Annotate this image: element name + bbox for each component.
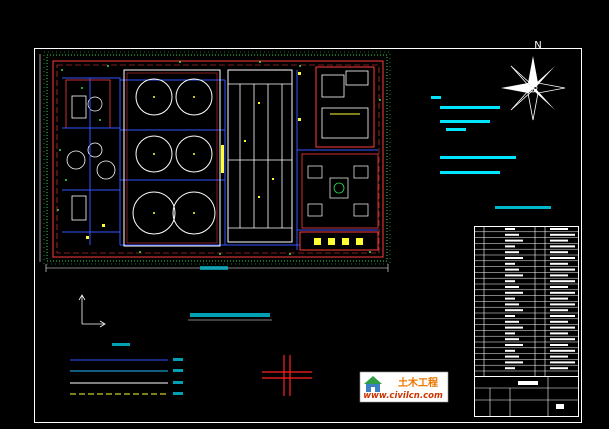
table-cell-mark: [550, 297, 568, 300]
reserved-land-block: [299, 231, 379, 251]
table-cell-mark: [505, 326, 523, 329]
table-cell-mark: [550, 280, 575, 283]
design-notes: [431, 96, 516, 174]
table-cell-mark: [505, 361, 523, 364]
clarifier-tanks: [132, 78, 216, 235]
watermark-title: 土木工程: [398, 376, 438, 389]
table-cell-mark: [550, 332, 568, 335]
table-title: [495, 206, 551, 209]
table-cell-mark: [505, 349, 515, 352]
drawing-frame: [34, 48, 582, 423]
table-cell-mark: [550, 245, 575, 248]
table-cell-mark: [505, 320, 519, 323]
table-cell-mark: [505, 268, 519, 271]
table-cell-mark: [505, 367, 515, 370]
table-cell-mark: [505, 257, 523, 259]
table-cell-mark: [550, 338, 575, 341]
small-tank-1: [66, 150, 86, 170]
pipe-network: [62, 70, 378, 250]
watermark-url: www.civilcn.com: [363, 391, 443, 401]
table-cell-mark: [550, 257, 575, 259]
table-cell-mark: [550, 344, 568, 346]
table-cell-mark: [505, 262, 515, 265]
table-cell-mark: [505, 286, 519, 288]
table-cell-mark: [550, 315, 575, 317]
table-cell-mark: [550, 233, 575, 236]
equipment-table: [474, 206, 579, 377]
small-tank-2: [87, 142, 103, 158]
table-cell-mark: [550, 274, 568, 277]
small-tank-3: [96, 160, 116, 180]
table-cell-mark: [505, 239, 523, 242]
table-cell-mark: [550, 303, 575, 306]
table-cell-mark: [550, 286, 568, 288]
table-cell-mark: [505, 274, 523, 277]
office-building: [315, 66, 375, 148]
table-cell-mark: [550, 228, 568, 230]
coordinate-axis: [78, 294, 106, 328]
title-block: [474, 376, 579, 417]
table-cell-mark: [505, 344, 523, 346]
table-cell-mark: [550, 361, 575, 364]
table-cell-mark: [550, 349, 575, 352]
table-cell-mark: [505, 228, 515, 230]
red-cross-marker: [262, 355, 312, 396]
table-cell-mark: [505, 338, 519, 341]
table-cell-mark: [550, 309, 568, 312]
table-cell-mark: [550, 320, 568, 323]
table-cell-mark: [505, 355, 519, 358]
table-cell-mark: [505, 280, 515, 283]
table-cell-mark: [550, 367, 568, 370]
table-cell-mark: [505, 233, 519, 236]
table-cell-mark: [550, 326, 575, 329]
table-cell-mark: [505, 291, 523, 294]
tank-block: [123, 69, 221, 247]
table-cell-mark: [550, 268, 575, 271]
table-cell-mark: [550, 262, 568, 265]
table-cell-mark: [505, 332, 515, 335]
north-arrow-icon: [501, 56, 566, 121]
plan-title: [188, 313, 272, 321]
site-plan: [39, 51, 391, 272]
logo-house-icon: [364, 376, 382, 392]
table-cell-mark: [550, 291, 575, 294]
basin-block: [227, 69, 293, 243]
table-cell-mark: [505, 309, 523, 312]
table-cell-mark: [550, 355, 568, 358]
table-cell-mark: [550, 251, 568, 254]
table-cell-mark: [505, 251, 519, 254]
table-cell-mark: [505, 245, 515, 248]
legend: [70, 343, 183, 395]
table-cell-mark: [505, 303, 519, 306]
landscape-area: [301, 153, 379, 229]
table-cell-mark: [550, 239, 568, 242]
table-cell-mark: [505, 315, 515, 317]
civilcn-watermark: 土木工程 www.civilcn.com: [359, 371, 449, 403]
table-cell-mark: [505, 297, 515, 300]
site-boundary: [52, 60, 384, 258]
north-label: N: [534, 40, 541, 51]
